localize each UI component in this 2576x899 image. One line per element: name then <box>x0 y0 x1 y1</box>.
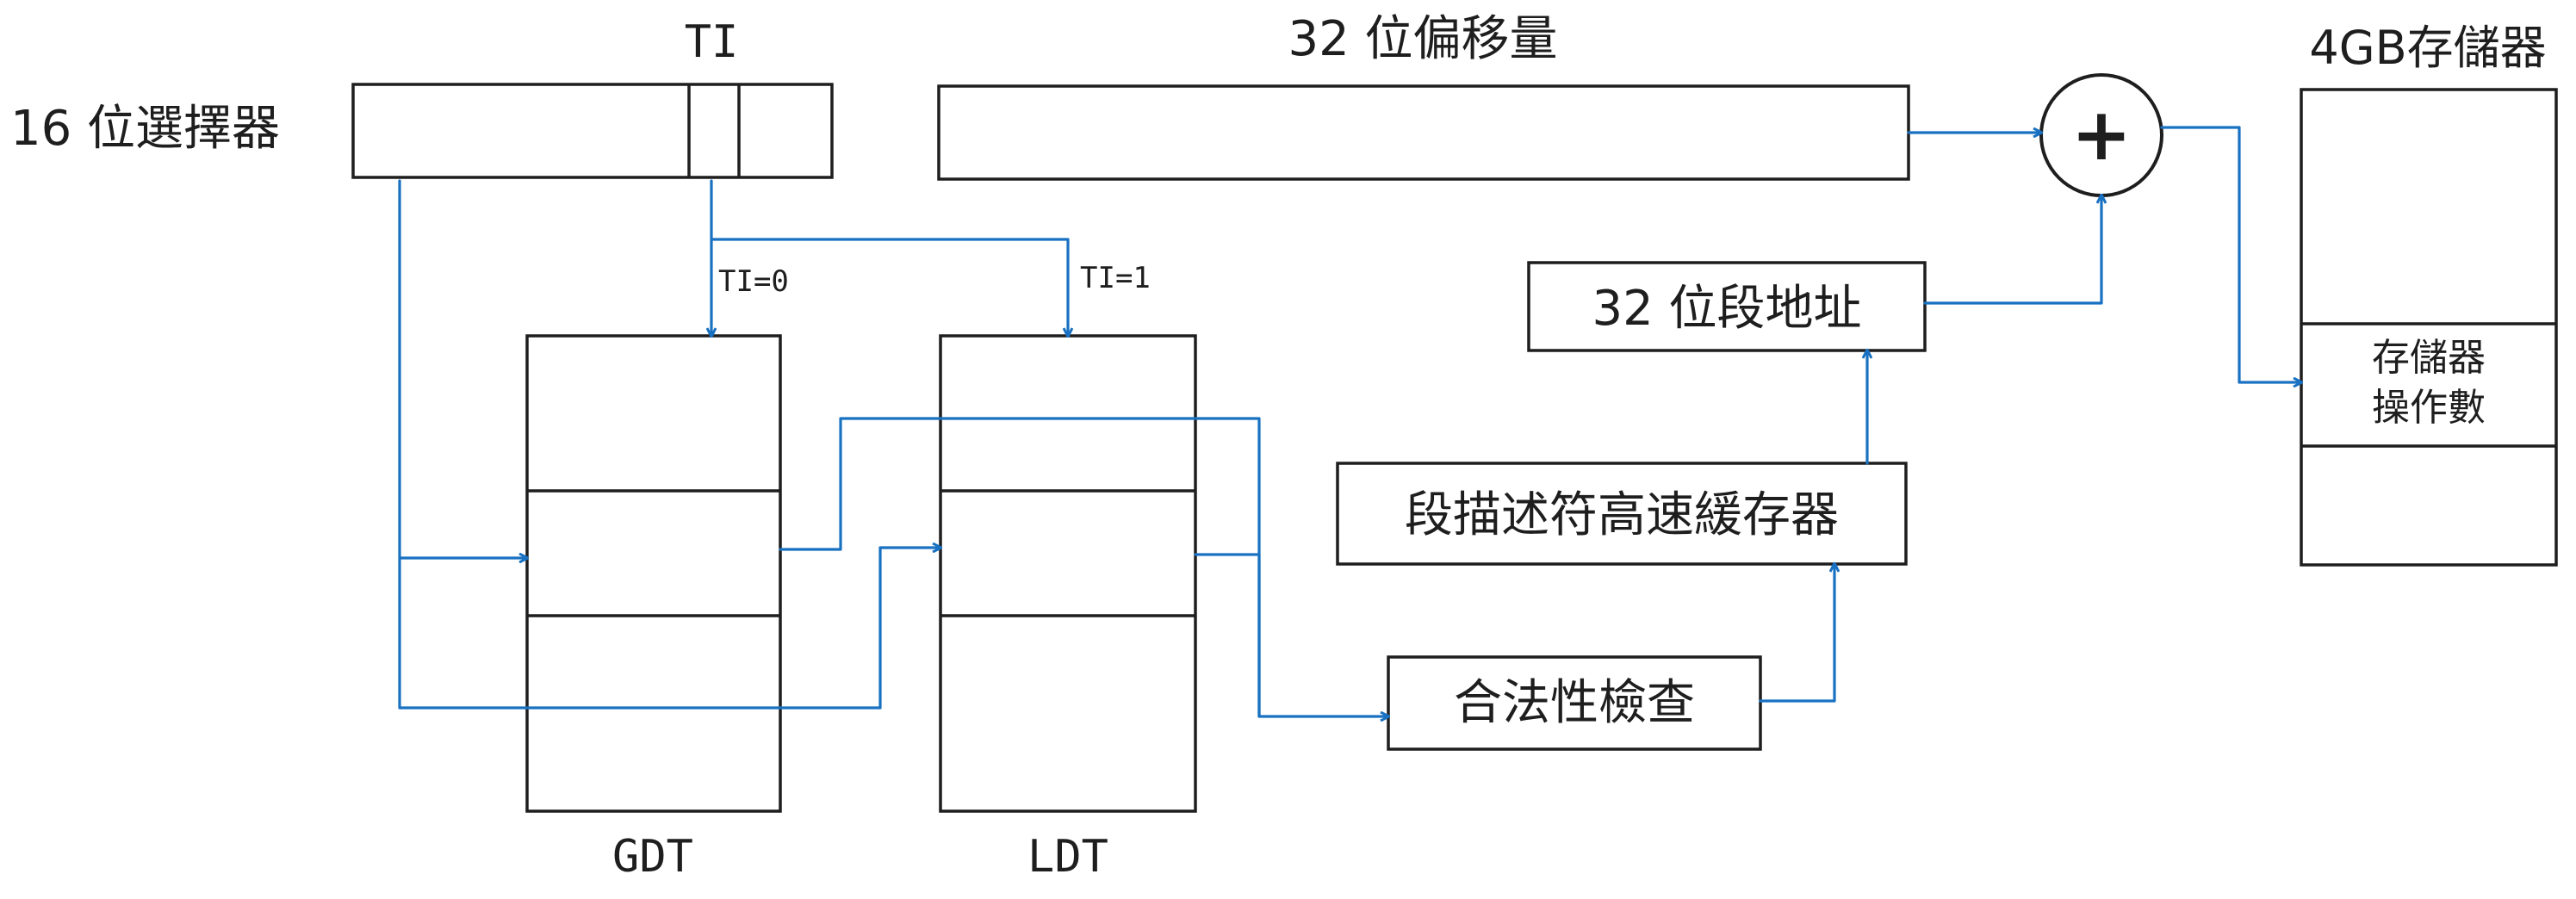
memory-operand-label-line1: 存儲器 <box>2372 336 2486 380</box>
adder-circle: + <box>2039 73 2163 197</box>
ti-one-label: TI=1 <box>1080 261 1151 295</box>
ldt-table <box>939 334 1197 813</box>
memory-operand-label-line2: 操作數 <box>2372 386 2486 430</box>
gdt-table <box>525 334 782 813</box>
ldt-label: LDT <box>1027 831 1108 883</box>
arrow-selector-to-ldt-entry <box>398 548 940 710</box>
arrow-selector-to-gdt-entry <box>398 179 527 558</box>
selector-label: 16 位選擇器 <box>10 101 280 157</box>
memory-block <box>2300 88 2558 567</box>
selector-register <box>351 83 834 179</box>
arrow-segment-address-to-adder <box>1923 195 2101 305</box>
descriptor-cache-box <box>1336 462 1908 566</box>
arrow-gdt-entry-to-check <box>779 417 1261 718</box>
memory-title: 4GB存儲器 <box>2309 21 2546 75</box>
offset-register <box>937 84 1910 181</box>
segment-address-label: 32 位段地址 <box>1592 281 1861 337</box>
segment-address-box <box>1527 261 1927 352</box>
flow-arrows <box>398 126 2301 718</box>
arrow-check-to-cache <box>1759 564 1834 703</box>
validity-check-label: 合法性檢查 <box>1454 675 1695 731</box>
ti-title: TI <box>685 16 739 68</box>
gdt-label: GDT <box>612 831 693 883</box>
adder-plus-icon: + <box>2071 92 2132 177</box>
ti-zero-label: TI=0 <box>718 264 789 299</box>
arrow-ldt-entry-to-check <box>1194 553 1388 716</box>
offset-label: 32 位偏移量 <box>1288 11 1557 67</box>
arrow-adder-to-memory <box>2160 126 2301 382</box>
validity-check-box <box>1387 655 1762 751</box>
descriptor-cache-label: 段描述符高速緩存器 <box>1405 487 1839 543</box>
arrow-ti-to-ldt <box>710 238 1068 336</box>
